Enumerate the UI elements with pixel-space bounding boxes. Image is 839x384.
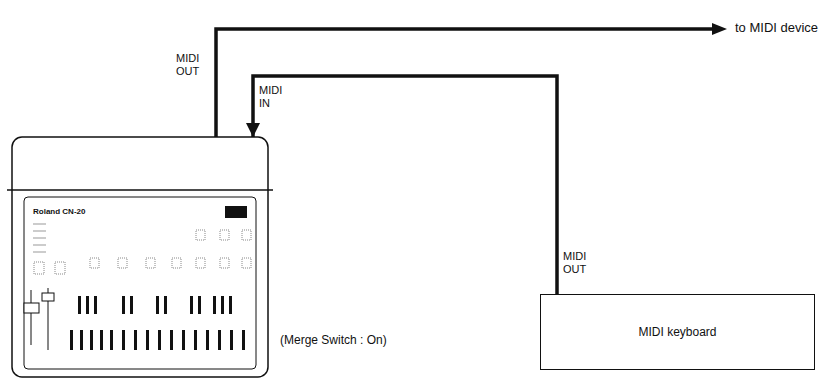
note-label: (Merge Switch : On) — [280, 334, 387, 348]
port-label: MIDI OUT — [563, 250, 599, 275]
arrow-head — [712, 23, 727, 35]
midi-cable — [253, 76, 557, 294]
box-label: MIDI keyboard — [638, 325, 716, 339]
midi-out-cable — [216, 29, 712, 137]
port-label: MIDI IN — [259, 84, 289, 109]
brand-logo: Roland CN-20 — [33, 207, 85, 216]
keyboard-box: MIDI keyboard — [540, 294, 815, 370]
port-label: MIDI OUT — [176, 52, 212, 77]
cn20-housing: Roland CN-20 — [12, 137, 268, 377]
destination-label: to MIDI device — [735, 21, 818, 36]
